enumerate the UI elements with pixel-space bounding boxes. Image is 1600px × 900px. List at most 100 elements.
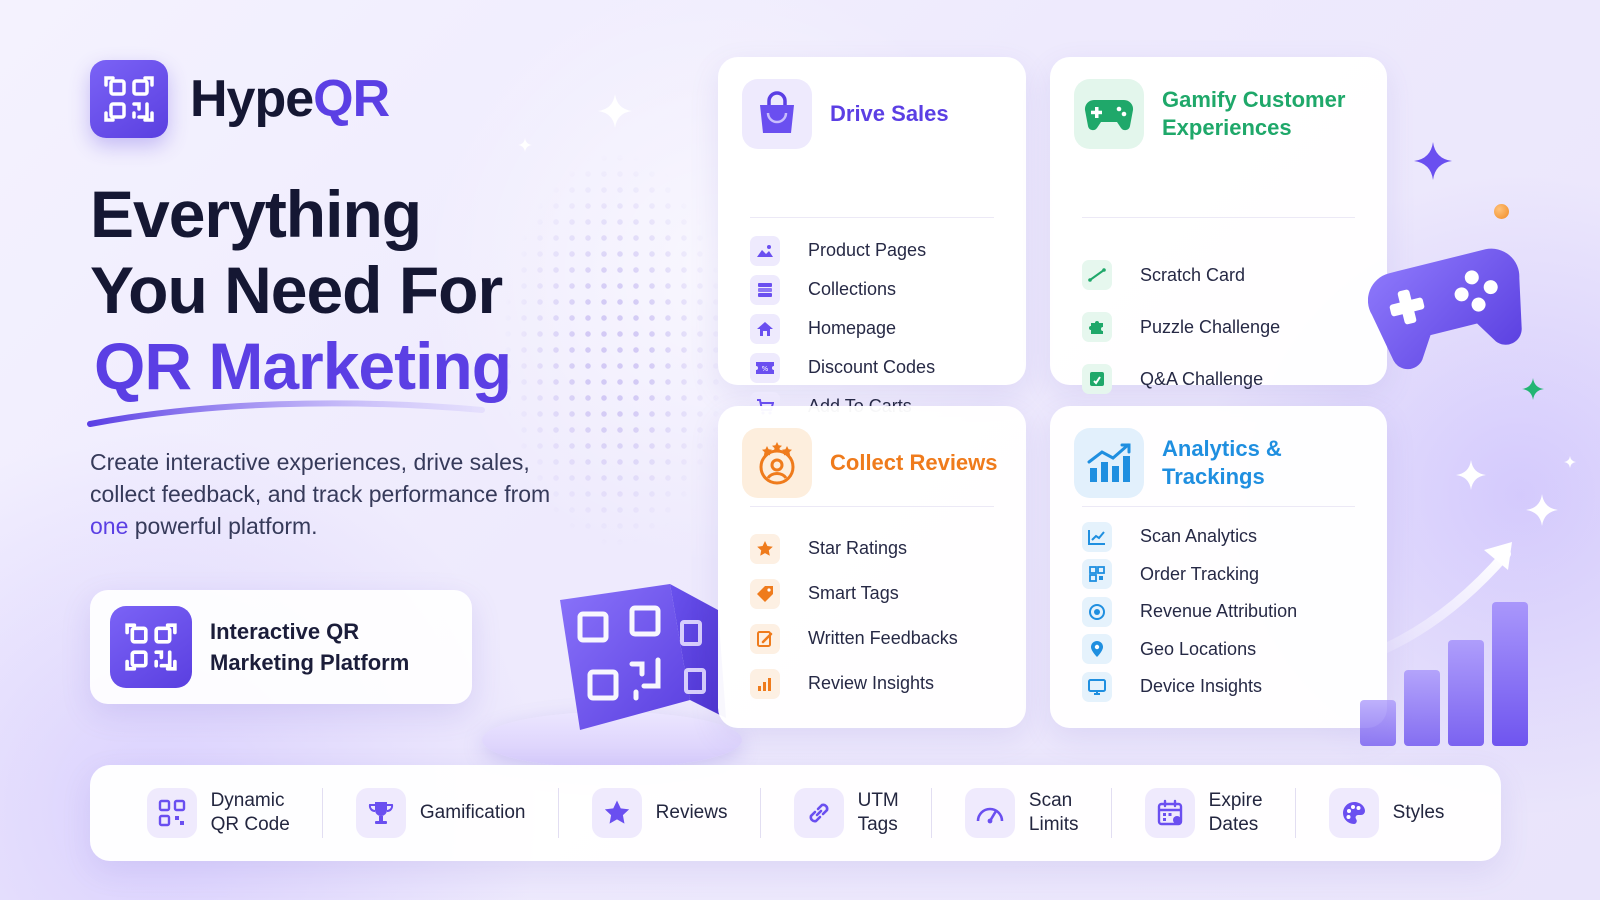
list-item-label: Product Pages: [808, 240, 927, 260]
card-icon: [1074, 79, 1144, 149]
list-item[interactable]: Written Feedbacks: [750, 616, 1006, 661]
list-item[interactable]: % Discount Codes: [750, 348, 1006, 387]
list-item[interactable]: Scan Analytics: [1082, 518, 1367, 556]
brand-name: HypeQR: [190, 69, 390, 129]
home-icon: [750, 313, 780, 344]
calendar-icon: [1144, 788, 1195, 838]
card-title: Gamify Customer Experiences: [1162, 87, 1346, 140]
list-item-label: Discount Codes: [808, 357, 936, 377]
star-icon: [591, 788, 642, 838]
feature-reviews[interactable]: Reviews: [559, 765, 760, 861]
list-item[interactable]: Puzzle Challenge: [1082, 301, 1367, 353]
list-item[interactable]: Scratch Card: [1082, 249, 1367, 301]
card-list: Scratch Card Puzzle Challenge Q&A Challe…: [1082, 249, 1367, 405]
scratch-card-icon: [1082, 260, 1112, 290]
growth-bars-illustration-icon: [1356, 542, 1528, 746]
feature-gamification[interactable]: Gamification: [323, 765, 558, 861]
feature-separator: [760, 788, 762, 838]
list-item-label: Order Tracking: [1140, 563, 1260, 584]
star-icon: [750, 533, 780, 564]
brand-name-accent: QR: [313, 70, 390, 128]
card-title: Analytics & Trackings: [1162, 436, 1282, 489]
hero-subtitle: Create interactive experiences, drive sa…: [90, 446, 590, 542]
list-item[interactable]: Geo Locations: [1082, 631, 1367, 669]
card-list: Scan Analytics Order Tracking Revenue At…: [1082, 518, 1367, 706]
list-item[interactable]: Order Tracking: [1082, 556, 1367, 594]
feature-styles[interactable]: Styles: [1296, 765, 1477, 861]
list-item[interactable]: Star Ratings: [750, 526, 1006, 571]
feature-bar: Dynamic QR Code Gamification Reviews UTM…: [90, 765, 1501, 861]
hero-title-line: Everything: [90, 177, 422, 251]
list-item[interactable]: Q&A Challenge: [1082, 353, 1367, 405]
revenue-icon: [1082, 596, 1112, 627]
edit-icon: [750, 623, 780, 654]
feature-dynamic-qr[interactable]: Dynamic QR Code: [114, 765, 322, 861]
line-chart-icon: [1082, 521, 1112, 552]
feature-label: Dynamic QR Code: [210, 790, 290, 835]
list-item[interactable]: Revenue Attribution: [1082, 593, 1367, 631]
list-item-label: Revenue Attribution: [1140, 601, 1298, 622]
feature-label: Expire Dates: [1208, 790, 1263, 835]
card-icon: [1074, 428, 1144, 498]
reviewer-icon: [759, 442, 795, 485]
gamepad-illustration-icon: [1368, 248, 1522, 370]
palette-icon: [1328, 788, 1379, 838]
card-divider: [750, 506, 994, 507]
shopping-bag-icon: [760, 91, 794, 133]
card-header: Collect Reviews: [742, 428, 1002, 498]
list-item[interactable]: Review Insights: [750, 661, 1006, 706]
list-item-label: Written Feedbacks: [808, 628, 958, 648]
tag-icon: [750, 578, 780, 609]
feature-label: Reviews: [655, 802, 728, 823]
list-item[interactable]: Homepage: [750, 309, 1006, 348]
gamepad-icon: [1084, 99, 1134, 131]
hero-title-line: You Need For: [90, 253, 503, 327]
card-gamify: Gamify Customer Experiences Scratch Card…: [1050, 57, 1387, 394]
feature-scan-limits[interactable]: Scan Limits: [932, 765, 1111, 861]
list-item[interactable]: Product Pages: [750, 231, 1006, 270]
feature-label: Styles: [1392, 802, 1445, 823]
feature-utm-tags[interactable]: UTM Tags: [761, 765, 931, 861]
card-title: Drive Sales: [830, 101, 949, 126]
card-header: Gamify Customer Experiences: [1074, 79, 1363, 149]
location-pin-icon: [1082, 634, 1112, 665]
image-icon: [750, 235, 780, 266]
card-icon: [742, 79, 812, 149]
list-item-label: Smart Tags: [808, 583, 899, 603]
hero-title: Everything You Need For QR Marketing: [90, 176, 512, 404]
list-item[interactable]: Collections: [750, 270, 1006, 309]
hero-title-highlight: QR Marketing: [94, 329, 512, 403]
list-item[interactable]: Smart Tags: [750, 571, 1006, 616]
hero-subtitle-text: powerful platform.: [128, 513, 318, 539]
qr-code-icon: [1082, 559, 1112, 590]
card-header: Analytics & Trackings: [1074, 428, 1363, 498]
list-item-label: Scan Analytics: [1140, 526, 1258, 547]
list-item-label: Puzzle Challenge: [1140, 316, 1281, 337]
platform-logo: [110, 606, 192, 688]
list-item-label: Star Ratings: [808, 538, 908, 558]
feature-expire-dates[interactable]: Expire Dates: [1112, 765, 1295, 861]
underline-swoosh: [87, 400, 485, 427]
brand-logo: [90, 60, 168, 138]
qr-logo-icon: [125, 623, 177, 671]
svg-text:%: %: [762, 365, 769, 373]
list-item-label: Geo Locations: [1140, 638, 1257, 659]
sparkle-icon: [1414, 142, 1452, 180]
coupon-icon: %: [750, 352, 780, 383]
card-list: Product Pages Collections Homepage % Dis…: [750, 231, 1006, 426]
card-icon: [742, 428, 812, 498]
cube-pedestal: [482, 712, 742, 768]
platform-badge: Interactive QR Marketing Platform: [90, 590, 472, 704]
sparkle-icon: [1526, 494, 1558, 526]
orange-orb: [1494, 204, 1509, 219]
list-item-label: Q&A Challenge: [1140, 368, 1264, 389]
sparkle-icon: [598, 94, 632, 128]
feature-separator: [322, 788, 324, 838]
sparkle-icon: [1456, 460, 1486, 490]
list-item-label: Review Insights: [808, 673, 935, 693]
list-item[interactable]: Device Insights: [1082, 668, 1367, 706]
feature-separator: [931, 788, 933, 838]
card-title: Collect Reviews: [830, 450, 998, 475]
list-item-label: Scratch Card: [1140, 264, 1246, 285]
card-collect-reviews: Collect Reviews Star Ratings Smart Tags …: [718, 406, 1026, 728]
